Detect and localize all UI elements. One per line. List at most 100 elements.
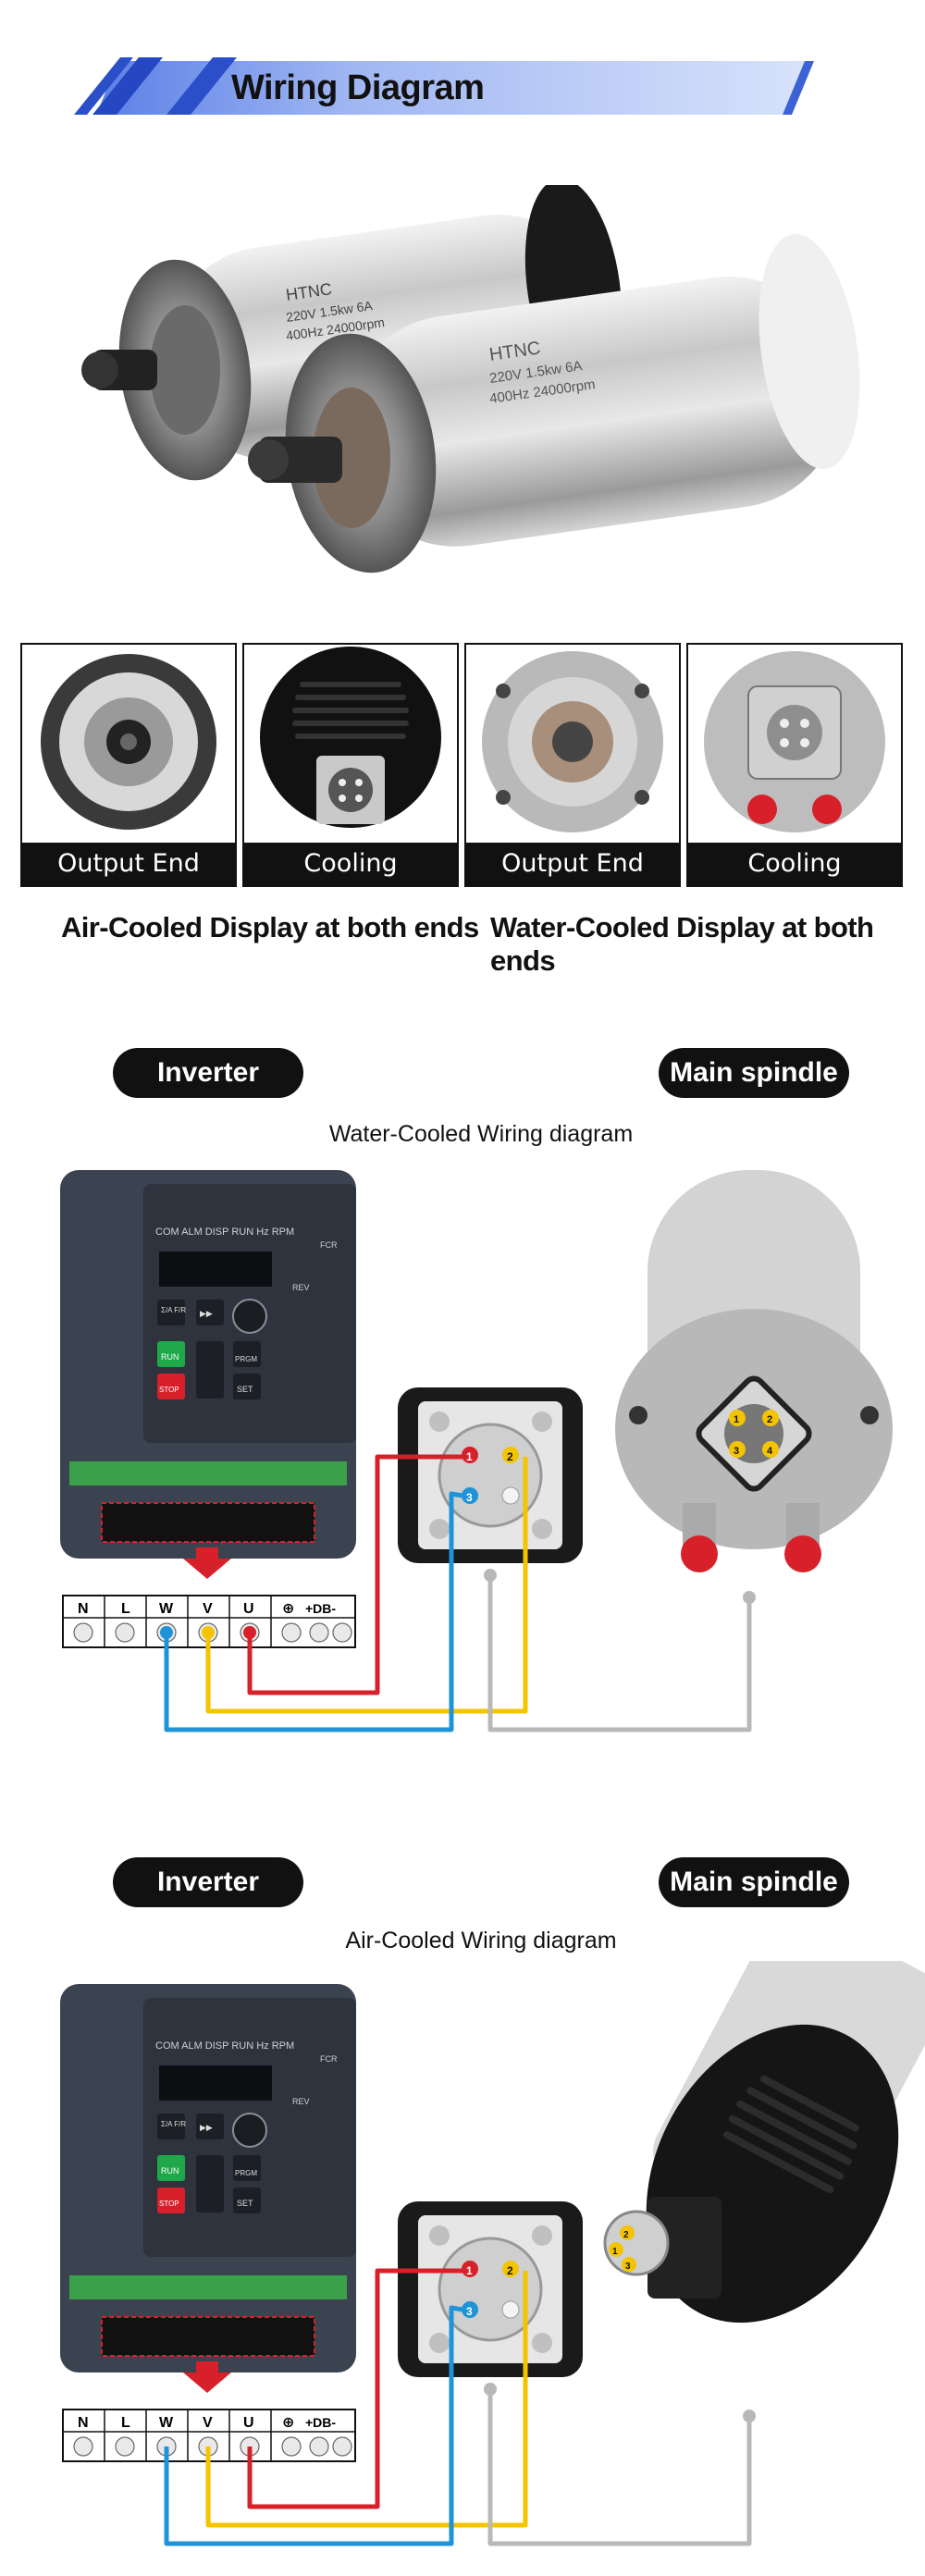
inverter-key-fr-label: Σ/A F/R [161, 1306, 186, 1314]
inverter-key-fr[interactable] [157, 2114, 185, 2139]
inverter-run-key-label: RUN [161, 1352, 179, 1362]
thumb-water-cooling-interface: Cooling interface [686, 643, 903, 887]
ground-symbol-icon: ⊕ [282, 2413, 294, 2431]
terminal-label-n: N [78, 1601, 89, 1617]
ground-wire [487, 1577, 752, 1732]
inverter-stop-key-label: STOP [159, 1386, 179, 1394]
water-cooled-wiring-diagram: COM ALM DISP RUN Hz RPM FCR REV Σ/A F/R … [0, 1152, 925, 1753]
thumb-caption: Output End [466, 843, 679, 885]
inverter-speed-knob[interactable] [232, 2113, 267, 2148]
inverter-arrow-keys[interactable] [196, 2155, 224, 2212]
air-output-end-image [41, 654, 216, 830]
inverter-stop-key[interactable] [157, 2188, 185, 2213]
inverter-key-prgm-label: PRGM [235, 1355, 257, 1363]
blue-wire [164, 2305, 463, 2546]
inverter-indicator-row: COM ALM DISP RUN Hz RPM [155, 2040, 294, 2052]
water-cooling-interface-image [704, 651, 885, 832]
air-cooled-diagram-title: Air-Cooled Wiring diagram [345, 1928, 617, 1954]
inverter-key-shift-label: ▶▶ [200, 1309, 213, 1318]
spindle-pin-1-label: 1 [734, 1414, 739, 1425]
inverter-rev-label: REV [292, 2097, 310, 2106]
plug-pin-1-label: 1 [466, 2264, 473, 2277]
terminal-label-u: U [243, 2415, 254, 2431]
inverter-key-shift-label: ▶▶ [200, 2123, 213, 2132]
control-terminal-block [69, 2275, 347, 2299]
spindle-pin-3-label: 3 [734, 1446, 739, 1457]
inverter-key-fr[interactable] [157, 1300, 185, 1325]
inverter-fcr-label: FCR [320, 2054, 338, 2064]
terminal-label-w: W [159, 1601, 174, 1617]
down-arrow-icon [183, 2361, 231, 2393]
inverter-key-prgm[interactable] [233, 1341, 261, 1367]
main-spindle-label-pill-2: Main spindle [659, 1857, 849, 1907]
inverter-key-prgm[interactable] [233, 2155, 261, 2181]
down-arrow-icon [183, 1547, 231, 1579]
inverter-indicator-row: COM ALM DISP RUN Hz RPM [155, 1226, 294, 1238]
red-wire [247, 2268, 462, 2509]
inverter-key-shift[interactable] [196, 2114, 224, 2139]
terminal-label-w: W [159, 2415, 174, 2431]
power-terminal-block [101, 1502, 315, 1543]
air-cooled-display-caption: Air-Cooled Display at both ends [61, 911, 479, 943]
inverter-stop-key-label: STOP [159, 2200, 179, 2208]
water-cooled-display-caption: Water-Cooled Display at both ends [490, 911, 874, 977]
spindle-pin-3-label: 3 [625, 2262, 631, 2272]
inverter-unit: COM ALM DISP RUN Hz RPM FCR REV Σ/A F/R … [60, 1984, 356, 2393]
inverter-stop-key[interactable] [157, 1374, 185, 1399]
water-cooled-diagram-title: Water-Cooled Wiring diagram [328, 1121, 634, 1147]
plug-pin-2-label: 2 [507, 1450, 513, 1463]
inverter-key-shift[interactable] [196, 1300, 224, 1325]
inverter-run-key-label: RUN [161, 2166, 179, 2175]
aviation-plug-connector: 1 2 3 [398, 2201, 583, 2377]
spindle-pin-1-label: 1 [612, 2247, 618, 2257]
inverter-key-fr-label: Σ/A F/R [161, 2120, 186, 2128]
blue-wire [164, 1491, 463, 1732]
plug-pin-3-label: 3 [466, 2305, 473, 2318]
ground-wire [487, 2391, 752, 2546]
thumb-caption: Cooling interface [244, 843, 457, 885]
plug-pin-1-label: 1 [466, 1450, 473, 1463]
terminal-label-v: V [203, 1601, 213, 1617]
plug-pin-2-label: 2 [507, 2264, 513, 2277]
aviation-plug-connector: 1 2 3 [398, 1387, 583, 1563]
power-terminal-block [101, 2316, 315, 2357]
inverter-fcr-label: FCR [320, 1240, 338, 1250]
thumb-air-cooling-interface: Cooling interface [242, 643, 459, 887]
terminal-label-db: +DB- [305, 1601, 336, 1616]
page-title: Wiring Diagram [231, 68, 485, 107]
thumb-water-output-end: Output End [464, 643, 681, 887]
air-cooled-spindle-photo [81, 185, 623, 481]
inverter-arrow-keys[interactable] [196, 1341, 224, 1399]
thumb-caption: Output End [22, 843, 235, 885]
water-output-end-image [482, 651, 663, 832]
inverter-key-set-label: SET [237, 1385, 253, 1394]
spindle-pin-2-label: 2 [623, 2230, 629, 2240]
header-banner [74, 57, 814, 115]
inverter-rev-label: REV [292, 1283, 310, 1292]
control-terminal-block [69, 1461, 347, 1485]
wiring-lines [164, 1454, 752, 1732]
main-spindle-label-pill: Main spindle [659, 1048, 849, 1098]
air-cooled-wiring-diagram: COM ALM DISP RUN Hz RPM FCR REV Σ/A F/R … [0, 1961, 925, 2571]
yellow-wire [205, 1457, 528, 1714]
spindle-pin-4-label: 4 [767, 1446, 773, 1457]
inverter-key-set[interactable] [233, 1374, 261, 1399]
ground-symbol-icon: ⊕ [282, 1599, 294, 1617]
inverter-speed-knob[interactable] [232, 1299, 267, 1334]
thumb-caption: Cooling interface [688, 843, 901, 885]
inverter-key-set[interactable] [233, 2188, 261, 2213]
air-cooled-spindle-end: 2 1 3 [603, 1961, 925, 2323]
spindle-pin-2-label: 2 [767, 1414, 772, 1425]
terminal-label-n: N [78, 2415, 89, 2431]
terminal-label-v: V [203, 2415, 213, 2431]
red-wire [247, 1454, 462, 1695]
wiring-lines [164, 2268, 752, 2546]
terminal-label-l: L [121, 2415, 130, 2431]
inverter-key-set-label: SET [237, 2199, 253, 2208]
air-cooling-interface-image [260, 647, 441, 828]
yellow-wire [205, 2271, 528, 2528]
inverter-label-pill: Inverter [113, 1048, 303, 1098]
inverter-run-key[interactable] [157, 1341, 185, 1367]
inverter-label-pill-2: Inverter [113, 1857, 303, 1907]
inverter-run-key[interactable] [157, 2155, 185, 2181]
